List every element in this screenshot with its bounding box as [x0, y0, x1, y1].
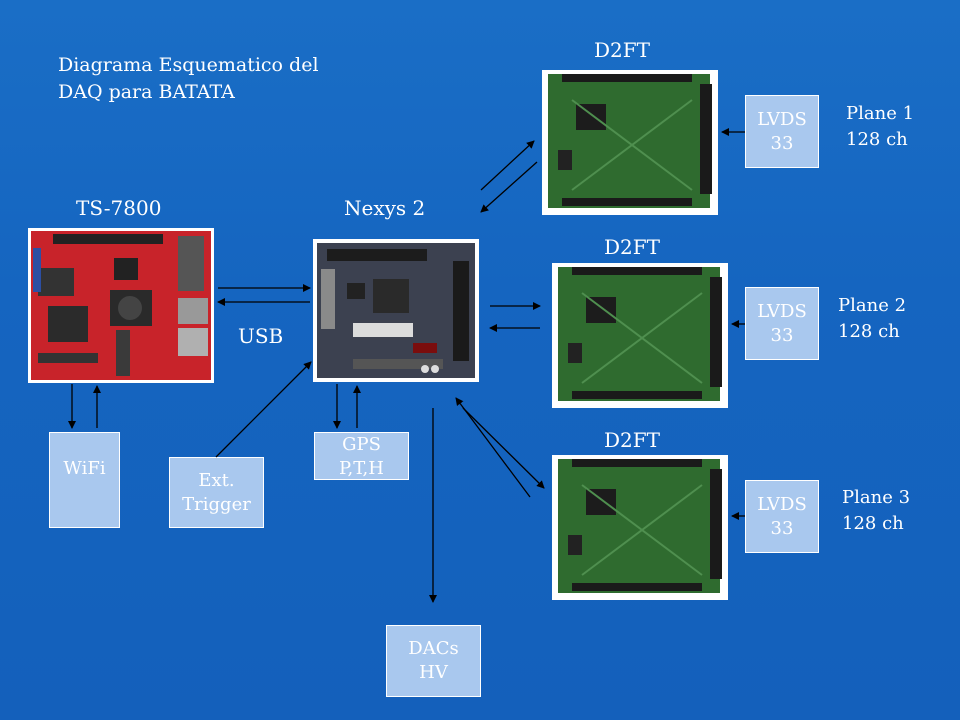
ext-trigger-box: Ext. Trigger [169, 457, 264, 528]
wifi-label: WiFi [63, 458, 106, 479]
d2ft1-arrow-in [480, 161, 538, 213]
dacs-line-2: HV [419, 662, 448, 683]
lvds-1-box: LVDS 33 [745, 95, 819, 168]
d2ft3-arrow-in [455, 397, 531, 498]
plane-3-name: Plane 3 [842, 487, 911, 508]
plane-2-channels: 128 ch [838, 321, 900, 342]
title-line-1: Diagrama Esquematico del [58, 54, 319, 76]
d2ft-1-label: D2FT [594, 38, 650, 62]
usb-label: USB [238, 324, 284, 348]
d2ft1-arrow-out [480, 140, 535, 191]
lvds-3-box: LVDS 33 [745, 480, 819, 553]
plane-2-name: Plane 2 [838, 295, 907, 316]
plane-2-label: Plane 2 128 ch [838, 293, 948, 345]
plane-1-name: Plane 1 [846, 103, 915, 124]
d2ft-2-label: D2FT [604, 235, 660, 259]
lvds-3-line-2: 33 [770, 517, 794, 539]
plane-1-channels: 128 ch [846, 129, 908, 150]
lvds-2-line-1: LVDS [757, 300, 807, 322]
trigger-arrow [215, 361, 312, 458]
lvds-3-line-1: LVDS [757, 493, 807, 515]
title-line-2: DAQ para BATATA [58, 81, 235, 103]
d2ft-2-board-image [552, 263, 728, 408]
lvds-2-line-2: 33 [770, 324, 794, 346]
d2ft3-arrow-out [462, 407, 545, 489]
wifi-box: WiFi [49, 432, 120, 528]
plane-3-channels: 128 ch [842, 513, 904, 534]
diagram-title: Diagrama Esquematico del DAQ para BATATA [58, 52, 358, 106]
d2ft-3-label: D2FT [604, 428, 660, 452]
ts7800-board-image [28, 228, 214, 383]
dacs-hv-box: DACs HV [386, 625, 481, 697]
lvds-1-line-2: 33 [770, 132, 794, 154]
plane-1-label: Plane 1 128 ch [846, 101, 956, 153]
d2ft-3-board-image [552, 455, 728, 600]
d2ft-1-board-image [542, 70, 718, 215]
ext-trigger-line-1: Ext. [198, 469, 235, 491]
gps-line-1: GPS [342, 434, 381, 455]
lvds-2-box: LVDS 33 [745, 287, 819, 360]
plane-3-label: Plane 3 128 ch [842, 485, 952, 537]
ext-trigger-line-2: Trigger [182, 493, 251, 515]
nexys2-label: Nexys 2 [344, 196, 426, 220]
ts7800-label: TS-7800 [76, 196, 162, 220]
lvds-1-line-1: LVDS [757, 108, 807, 130]
gps-line-2: P,T,H [339, 458, 384, 479]
nexys2-board-image [313, 239, 479, 382]
dacs-line-1: DACs [408, 638, 459, 659]
gps-box: GPS P,T,H [314, 432, 409, 480]
